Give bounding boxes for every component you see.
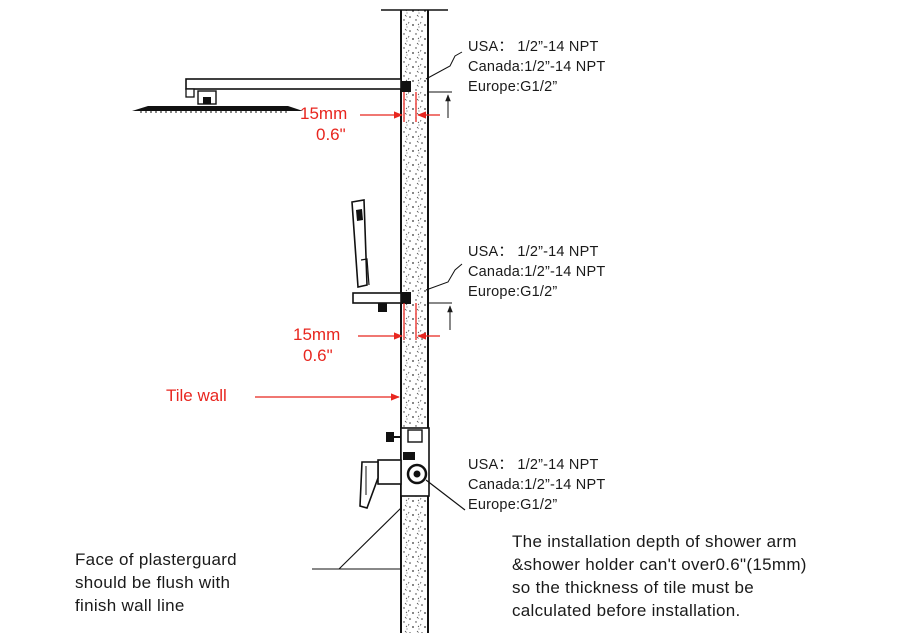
canada-thread-spec: Canada:1/2”-14 NPT xyxy=(468,477,606,493)
note-line: calculated before installation. xyxy=(512,601,741,620)
canada-thread-spec: Canada:1/2”-14 NPT xyxy=(468,264,606,280)
depth-label-mm-1: 15mm xyxy=(300,104,348,123)
depth-measure-1 xyxy=(360,51,463,122)
depth-label-inch-2: 0.6" xyxy=(303,346,333,365)
note-line: Face of plasterguard xyxy=(75,550,237,569)
usa-thread-spec: USA： 1/2”-14 NPT xyxy=(468,457,599,473)
europe-thread-spec: Europe:G1/2” xyxy=(468,497,558,513)
connection-spec-1: USA： 1/2”-14 NPT Canada:1/2”-14 NPT Euro… xyxy=(468,37,605,97)
europe-thread-spec: Europe:G1/2” xyxy=(468,284,558,300)
mixing-valve-handle-icon xyxy=(359,459,402,509)
depth-label-mm-2: 15mm xyxy=(293,325,341,344)
depth-measure-2 xyxy=(358,263,463,340)
rain-shower-head-icon xyxy=(132,78,411,113)
tile-wall-label: Tile wall xyxy=(166,386,227,405)
note-line: &shower holder can't over0.6"(15mm) xyxy=(512,555,807,574)
connection-spec-3: USA： 1/2”-14 NPT Canada:1/2”-14 NPT Euro… xyxy=(468,455,605,515)
valve-leader-line xyxy=(425,479,466,511)
note-line: should be flush with xyxy=(75,573,231,592)
diverter-valve-icon xyxy=(386,427,430,497)
installation-depth-note: The installation depth of shower arm &sh… xyxy=(512,530,807,622)
depth-label-inch-1: 0.6" xyxy=(316,125,346,144)
note-line: finish wall line xyxy=(75,596,185,615)
connection-spec-2: USA： 1/2”-14 NPT Canada:1/2”-14 NPT Euro… xyxy=(468,242,605,302)
note-line: The installation depth of shower arm xyxy=(512,532,797,551)
canada-thread-spec: Canada:1/2”-14 NPT xyxy=(468,59,606,75)
plasterguard-leader-lines xyxy=(312,507,402,570)
note-line: so the thickness of tile must be xyxy=(512,578,755,597)
europe-thread-spec: Europe:G1/2” xyxy=(468,79,558,95)
usa-thread-spec: USA： 1/2”-14 NPT xyxy=(468,244,599,260)
plasterguard-note: Face of plasterguard should be flush wit… xyxy=(75,548,237,617)
wall xyxy=(381,9,448,633)
usa-thread-spec: USA： 1/2”-14 NPT xyxy=(468,39,599,55)
handheld-shower-icon xyxy=(351,199,411,312)
